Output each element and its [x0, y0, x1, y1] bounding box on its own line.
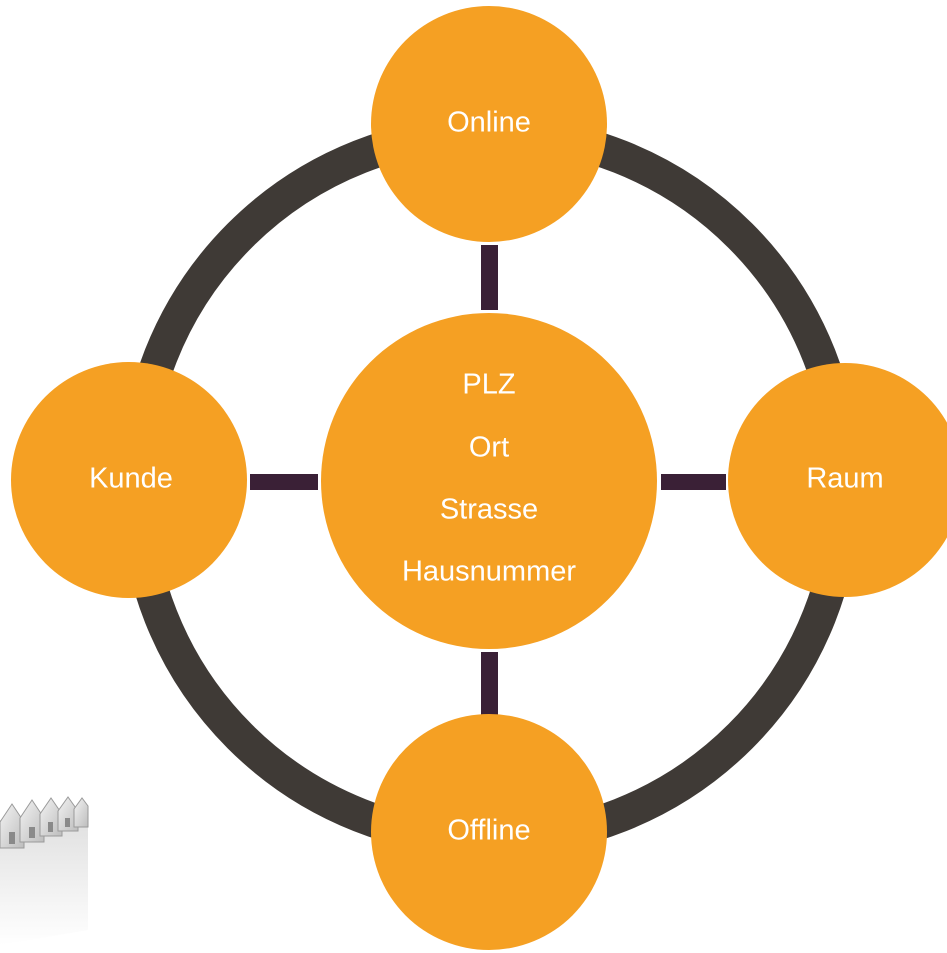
center-line-strasse: Strasse [440, 494, 538, 526]
center-node: PLZ Ort Strasse Hausnummer [321, 313, 657, 649]
node-online: Online [371, 6, 607, 242]
houses-image [0, 796, 89, 945]
center-line-plz: PLZ [462, 369, 515, 401]
node-online-label: Online [447, 107, 531, 139]
connector-bottom [481, 652, 498, 717]
connector-top [481, 245, 498, 310]
connector-right [661, 474, 726, 490]
node-kunde-label: Kunde [89, 463, 173, 495]
node-raum: Raum [728, 363, 947, 597]
center-line-hausnummer: Hausnummer [402, 556, 576, 588]
node-kunde: Kunde [11, 362, 247, 598]
node-raum-label: Raum [806, 463, 883, 495]
node-offline-label: Offline [447, 815, 530, 847]
node-offline: Offline [371, 714, 607, 950]
center-line-ort: Ort [469, 432, 509, 464]
connector-left [250, 474, 318, 490]
